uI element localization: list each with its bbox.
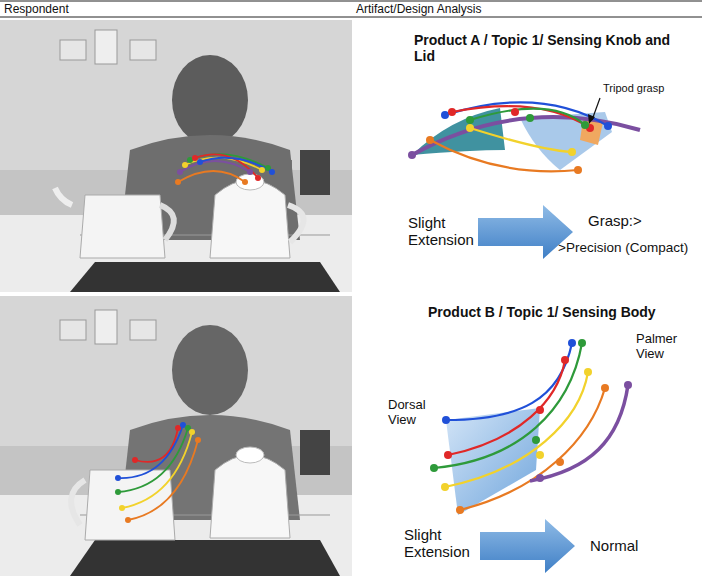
panel-title: Product B / Topic 1/ Sensing Body xyxy=(428,304,656,320)
table-rule xyxy=(0,17,702,18)
photo xyxy=(0,296,352,576)
view-label: Palmer View xyxy=(636,332,688,362)
result-label: >Precision (Compact) xyxy=(558,240,688,256)
result-label: Normal xyxy=(590,537,638,554)
view-label: Dorsal View xyxy=(388,398,434,428)
condition-label: Slight Extension xyxy=(404,526,476,561)
table-rule xyxy=(0,1,702,2)
condition-label: Slight Extension xyxy=(408,214,478,249)
hand-trajectory-diagram xyxy=(408,98,640,174)
callout-label: Tripod grasp xyxy=(603,82,664,95)
block-arrow xyxy=(480,519,575,573)
photo xyxy=(0,20,352,292)
column-header: Artifact/Design Analysis xyxy=(356,3,481,17)
column-header: Respondent xyxy=(4,3,69,17)
panel-title: Product A / Topic 1/ Sensing Knob and Li… xyxy=(414,32,676,64)
hand-trajectory-diagram xyxy=(430,339,632,515)
result-label: Grasp:> xyxy=(588,212,642,229)
